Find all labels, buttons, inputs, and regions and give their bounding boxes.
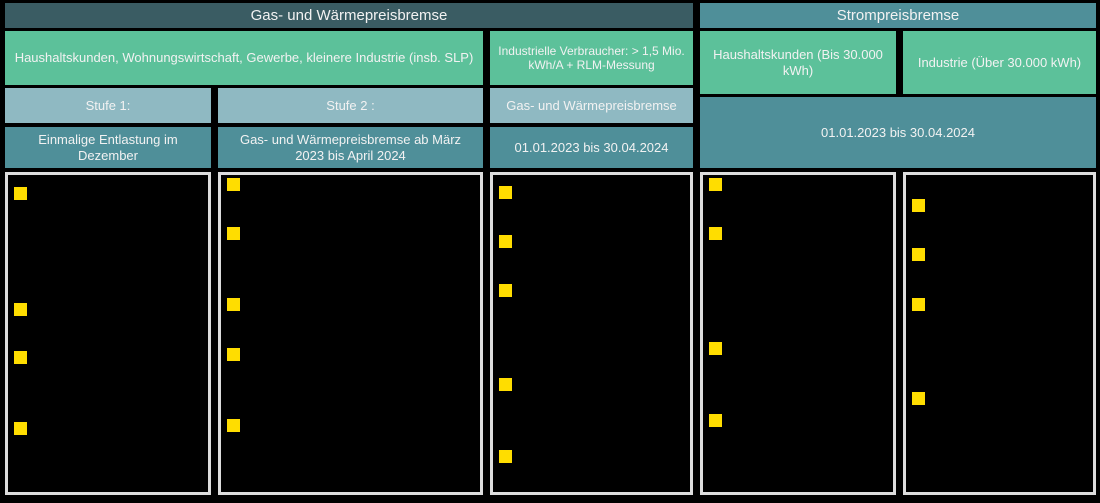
bullet-marker: [227, 227, 240, 240]
period-strom-jan-2023-apr-2024: 01.01.2023 bis 30.04.2024: [700, 97, 1096, 168]
bullet-marker: [499, 450, 512, 463]
bullet-marker: [499, 378, 512, 391]
period-maerz-2023-april-2024: Gas- und Wärmepreisbremse ab März 2023 b…: [218, 127, 483, 168]
bullet-marker: [499, 284, 512, 297]
bullet-marker: [14, 422, 27, 435]
section-title-strom: Strompreisbremse: [700, 3, 1096, 28]
bullet-marker: [912, 392, 925, 405]
bullet-marker: [14, 303, 27, 316]
customer-group-rlm: Industrielle Verbraucher: > 1,5 Mio. kWh…: [490, 31, 693, 85]
bullet-marker: [227, 298, 240, 311]
customer-group-haushalt: Haushaltskunden (Bis 30.000 kWh): [700, 31, 896, 94]
bullet-marker: [14, 187, 27, 200]
period-jan-2023-apr-2024: 01.01.2023 bis 30.04.2024: [490, 127, 693, 168]
bullet-marker: [709, 414, 722, 427]
stage-stufe-2: Stufe 2 :: [218, 88, 483, 123]
bullet-marker: [499, 186, 512, 199]
content-panel-stufe-1: [5, 172, 211, 495]
bullet-marker: [709, 227, 722, 240]
customer-group-industrie: Industrie (Über 30.000 kWh): [903, 31, 1096, 94]
bullet-marker: [912, 248, 925, 261]
content-panel-industrie: [903, 172, 1096, 495]
bullet-marker: [227, 178, 240, 191]
stage-gas-waerme-preisbremse: Gas- und Wärmepreisbremse: [490, 88, 693, 123]
bullet-marker: [499, 235, 512, 248]
bullet-marker: [709, 178, 722, 191]
bullet-marker: [14, 351, 27, 364]
bullet-marker: [227, 348, 240, 361]
period-dezember-entlastung: Einmalige Entlastung im Dezember: [5, 127, 211, 168]
bullet-marker: [709, 342, 722, 355]
customer-group-slp: Haushaltskunden, Wohnungswirtschaft, Gew…: [5, 31, 483, 85]
content-panel-rlm: [490, 172, 693, 495]
section-title-gas-waerme: Gas- und Wärmepreisbremse: [5, 3, 693, 28]
content-panel-haushalt: [700, 172, 896, 495]
bullet-marker: [227, 419, 240, 432]
bullet-marker: [912, 298, 925, 311]
bullet-marker: [912, 199, 925, 212]
content-panel-stufe-2: [218, 172, 483, 495]
stage-stufe-1: Stufe 1:: [5, 88, 211, 123]
